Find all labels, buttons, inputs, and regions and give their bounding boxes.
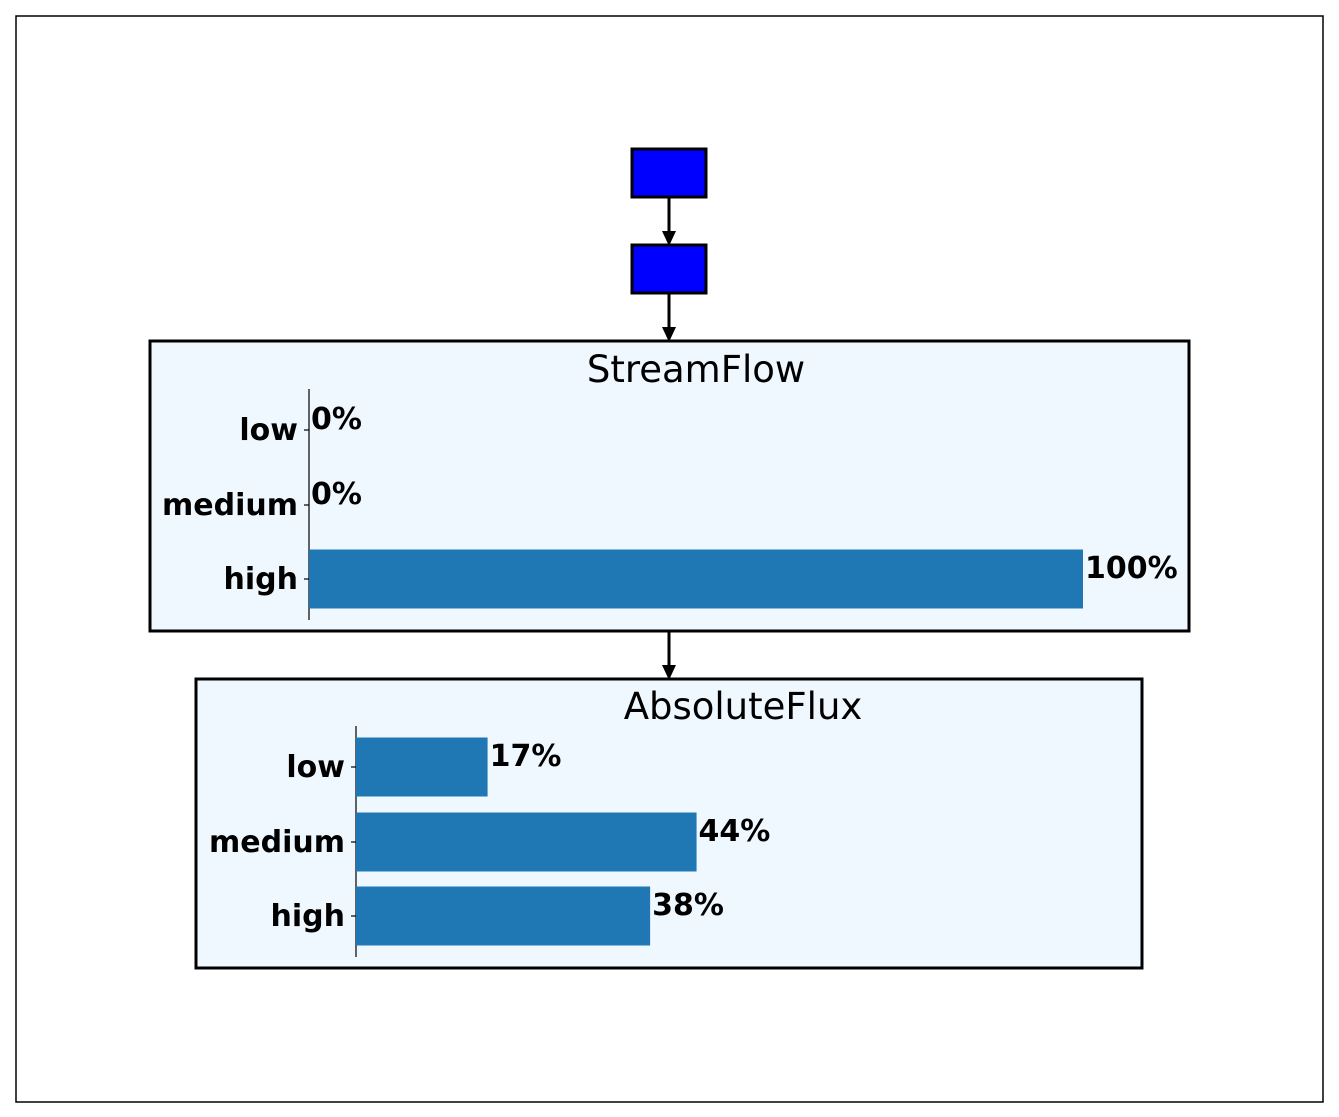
streamflow-category-label: high: [224, 562, 298, 597]
streamflow-bar-high: [309, 549, 1083, 609]
streamflow-value-label: 0%: [311, 477, 362, 512]
streamflow-value-label: 100%: [1085, 551, 1178, 586]
absoluteflux-bar-low: [356, 737, 488, 797]
absoluteflux-bar-high: [356, 886, 651, 946]
edge-node1-node2: [662, 197, 676, 246]
absoluteflux-value-label: 17%: [490, 739, 562, 774]
streamflow-value-label: 0%: [311, 402, 362, 437]
edge-node2-streamflow: [662, 293, 676, 342]
absoluteflux-category-label: high: [271, 899, 345, 934]
absoluteflux-title: AbsoluteFlux: [624, 685, 863, 728]
absoluteflux-node: AbsoluteFlux low 17% medium 44% high 38%: [194, 677, 1144, 970]
absoluteflux-value-label: 44%: [699, 814, 771, 849]
absoluteflux-value-label: 38%: [652, 888, 724, 923]
streamflow-category-label: low: [239, 413, 298, 448]
top-node-1: [630, 147, 708, 199]
absoluteflux-category-label: low: [286, 750, 345, 785]
top-node-2: [630, 243, 708, 295]
streamflow-category-label: medium: [162, 488, 298, 523]
absoluteflux-bar-medium: [356, 812, 697, 872]
edge-streamflow-absoluteflux: [662, 631, 676, 680]
streamflow-node: StreamFlow low 0% medium 0% high 100%: [148, 339, 1191, 633]
absoluteflux-category-label: medium: [209, 825, 345, 860]
absoluteflux-bars: low 17% medium 44% high 38%: [209, 737, 771, 946]
streamflow-title: StreamFlow: [587, 348, 805, 391]
streamflow-bars: low 0% medium 0% high 100%: [162, 402, 1178, 609]
